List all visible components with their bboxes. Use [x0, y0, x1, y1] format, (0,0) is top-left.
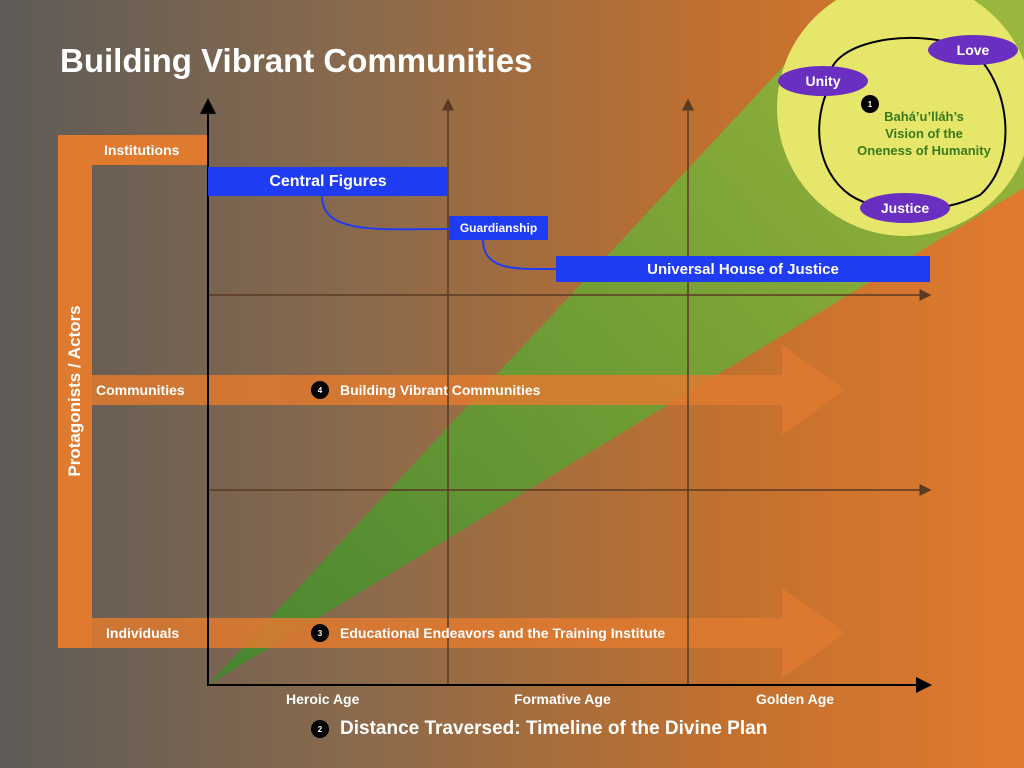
value-justice-label: Justice [880, 200, 930, 216]
communities-arrow-label: Building Vibrant Communities [340, 382, 541, 398]
actors-bar [58, 135, 92, 648]
age-golden: Golden Age [756, 691, 835, 707]
uhj-label: Universal House of Justice [647, 260, 839, 278]
age-formative: Formative Age [514, 691, 611, 707]
vision-line: Bahá’u’lláh’s [884, 109, 964, 124]
central-figures-box: Central Figures [208, 167, 448, 196]
guardianship-label: Guardianship [459, 221, 538, 235]
value-unity-label: Unity [805, 73, 841, 89]
y-axis-label: Protagonists / Actors [65, 305, 84, 477]
vision-text: Bahá’u’lláh’s Vision of the Oneness of H… [840, 108, 1008, 159]
central-figures-label: Central Figures [269, 172, 387, 190]
row-institutions: Institutions [104, 142, 180, 158]
badge-3: 3 [311, 624, 329, 642]
value-love: Love [928, 35, 1018, 65]
age-heroic: Heroic Age [286, 691, 360, 707]
row-communities: Communities [96, 382, 185, 398]
badge-4: 4 [311, 381, 329, 399]
vision-line: Vision of the [885, 126, 963, 141]
value-justice: Justice [860, 193, 950, 223]
x-axis-label: Distance Traversed: Timeline of the Divi… [340, 718, 768, 739]
badge-1: 1 [861, 95, 879, 113]
value-unity: Unity [778, 66, 868, 96]
uhj-box: Universal House of Justice [556, 256, 930, 282]
vision-ring [818, 36, 1007, 211]
badge-2: 2 [311, 720, 329, 738]
vision-line: Oneness of Humanity [857, 143, 991, 158]
individuals-arrow-label: Educational Endeavors and the Training I… [340, 625, 666, 641]
value-love-label: Love [956, 42, 990, 58]
guardianship-box: Guardianship [449, 216, 548, 240]
page-title: Building Vibrant Communities [60, 42, 533, 79]
row-individuals: Individuals [106, 625, 180, 641]
